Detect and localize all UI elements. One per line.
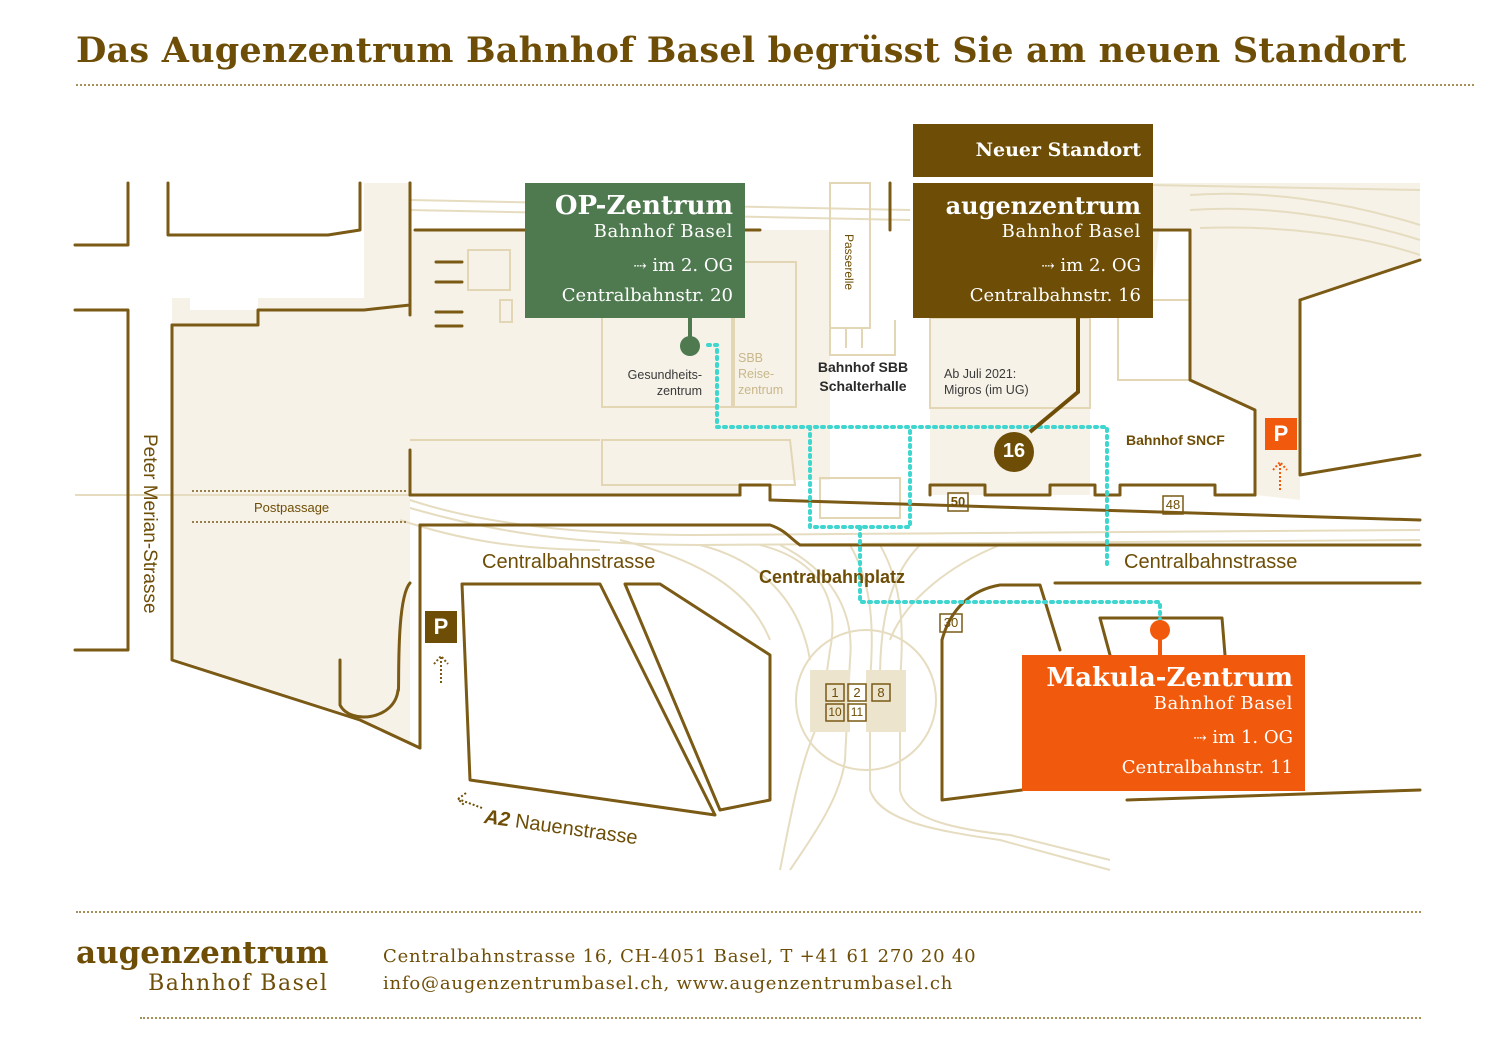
- footer-logo: augenzentrum Bahnhof Basel: [76, 936, 328, 998]
- dotted-arrow-icon: ⇢: [1041, 256, 1055, 275]
- footer-divider-top: [76, 911, 1421, 913]
- footer-logo-sub: Bahnhof Basel: [148, 971, 329, 996]
- stop-10: 10: [828, 705, 842, 719]
- label-migros: Ab Juli 2021:Migros (im UG): [944, 367, 1029, 397]
- stop-8: 8: [877, 685, 885, 700]
- dotted-arrow-icon: ⇢: [1193, 728, 1207, 747]
- makula-zentrum-address: Centralbahnstr. 11: [1121, 757, 1293, 778]
- label-peter-merian-strasse: Peter Merian-Strasse: [139, 434, 160, 614]
- op-zentrum-pin: [680, 336, 700, 356]
- op-zentrum-floor: im 2. OG: [652, 255, 733, 276]
- walking-route: [706, 343, 1162, 627]
- label-a2: A2: [482, 806, 512, 832]
- op-zentrum-box: OP-Zentrum Bahnhof Basel ⇢ im 2. OG Cent…: [525, 183, 745, 318]
- stop-50: 50: [950, 494, 966, 509]
- tram-lines: [75, 184, 1421, 871]
- label-centralbahnplatz: Centralbahnplatz: [759, 567, 906, 587]
- makula-zentrum-pin: [1150, 620, 1170, 640]
- op-zentrum-address: Centralbahnstr. 20: [561, 285, 733, 306]
- footer-address: Centralbahnstrasse 16, CH-4051 Basel, T …: [383, 946, 977, 967]
- op-zentrum-name: OP-Zentrum: [554, 191, 733, 221]
- label-postpassage: Postpassage: [254, 500, 330, 515]
- parking-badge-left: P: [425, 611, 457, 643]
- makula-zentrum-name: Makula-Zentrum: [1046, 663, 1293, 693]
- label-centralbahnstrasse-right: Centralbahnstrasse: [1124, 551, 1298, 573]
- stop-boxes: [825, 492, 1184, 722]
- op-zentrum-sub: Bahnhof Basel: [593, 221, 733, 242]
- parking-badge-right: P: [1265, 418, 1297, 450]
- makula-zentrum-box: Makula-Zentrum Bahnhof Basel ⇢ im 1. OG …: [1022, 655, 1305, 791]
- entrance-number: 16: [1002, 440, 1026, 462]
- label-bahnhof-sncf: Bahnhof SNCF: [1126, 432, 1225, 448]
- footer-divider-bottom: [140, 1017, 1421, 1019]
- makula-zentrum-floor: im 1. OG: [1212, 727, 1293, 748]
- dotted-arrow-icon: ⇢: [633, 256, 647, 275]
- footer-logo-name: augenzentrum: [76, 935, 329, 971]
- augenzentrum-box: augenzentrum Bahnhof Basel ⇢ im 2. OG Ce…: [913, 183, 1153, 318]
- page-title: Das Augenzentrum Bahnhof Basel begrüsst …: [76, 30, 1407, 71]
- stop-2: 2: [853, 685, 861, 700]
- street-outlines: [73, 181, 1422, 817]
- stop-48: 48: [1165, 497, 1181, 512]
- augenzentrum-floor: im 2. OG: [1060, 255, 1141, 276]
- stop-1: 1: [831, 685, 839, 700]
- augenzentrum-name: augenzentrum: [945, 191, 1141, 220]
- label-gesundheitszentrum: Gesundheits-zentrum: [627, 368, 702, 398]
- stop-11: 11: [850, 705, 864, 719]
- augenzentrum-sub: Bahnhof Basel: [1001, 221, 1141, 242]
- makula-zentrum-sub: Bahnhof Basel: [1153, 693, 1293, 714]
- postpassage-path: [192, 490, 408, 523]
- title-divider: [76, 84, 1474, 86]
- footer-contact[interactable]: info@augenzentrumbasel.ch, www.augenzent…: [383, 973, 954, 994]
- entrance-16-marker: [994, 432, 1034, 472]
- augenzentrum-address: Centralbahnstr. 16: [969, 285, 1141, 306]
- label-centralbahnstrasse-left: Centralbahnstrasse: [482, 551, 656, 573]
- parking-arrows: [433, 460, 1288, 809]
- new-location-tag: Neuer Standort: [913, 124, 1153, 177]
- stop-30: 30: [943, 615, 959, 630]
- label-passerelle: Passerelle: [842, 234, 856, 291]
